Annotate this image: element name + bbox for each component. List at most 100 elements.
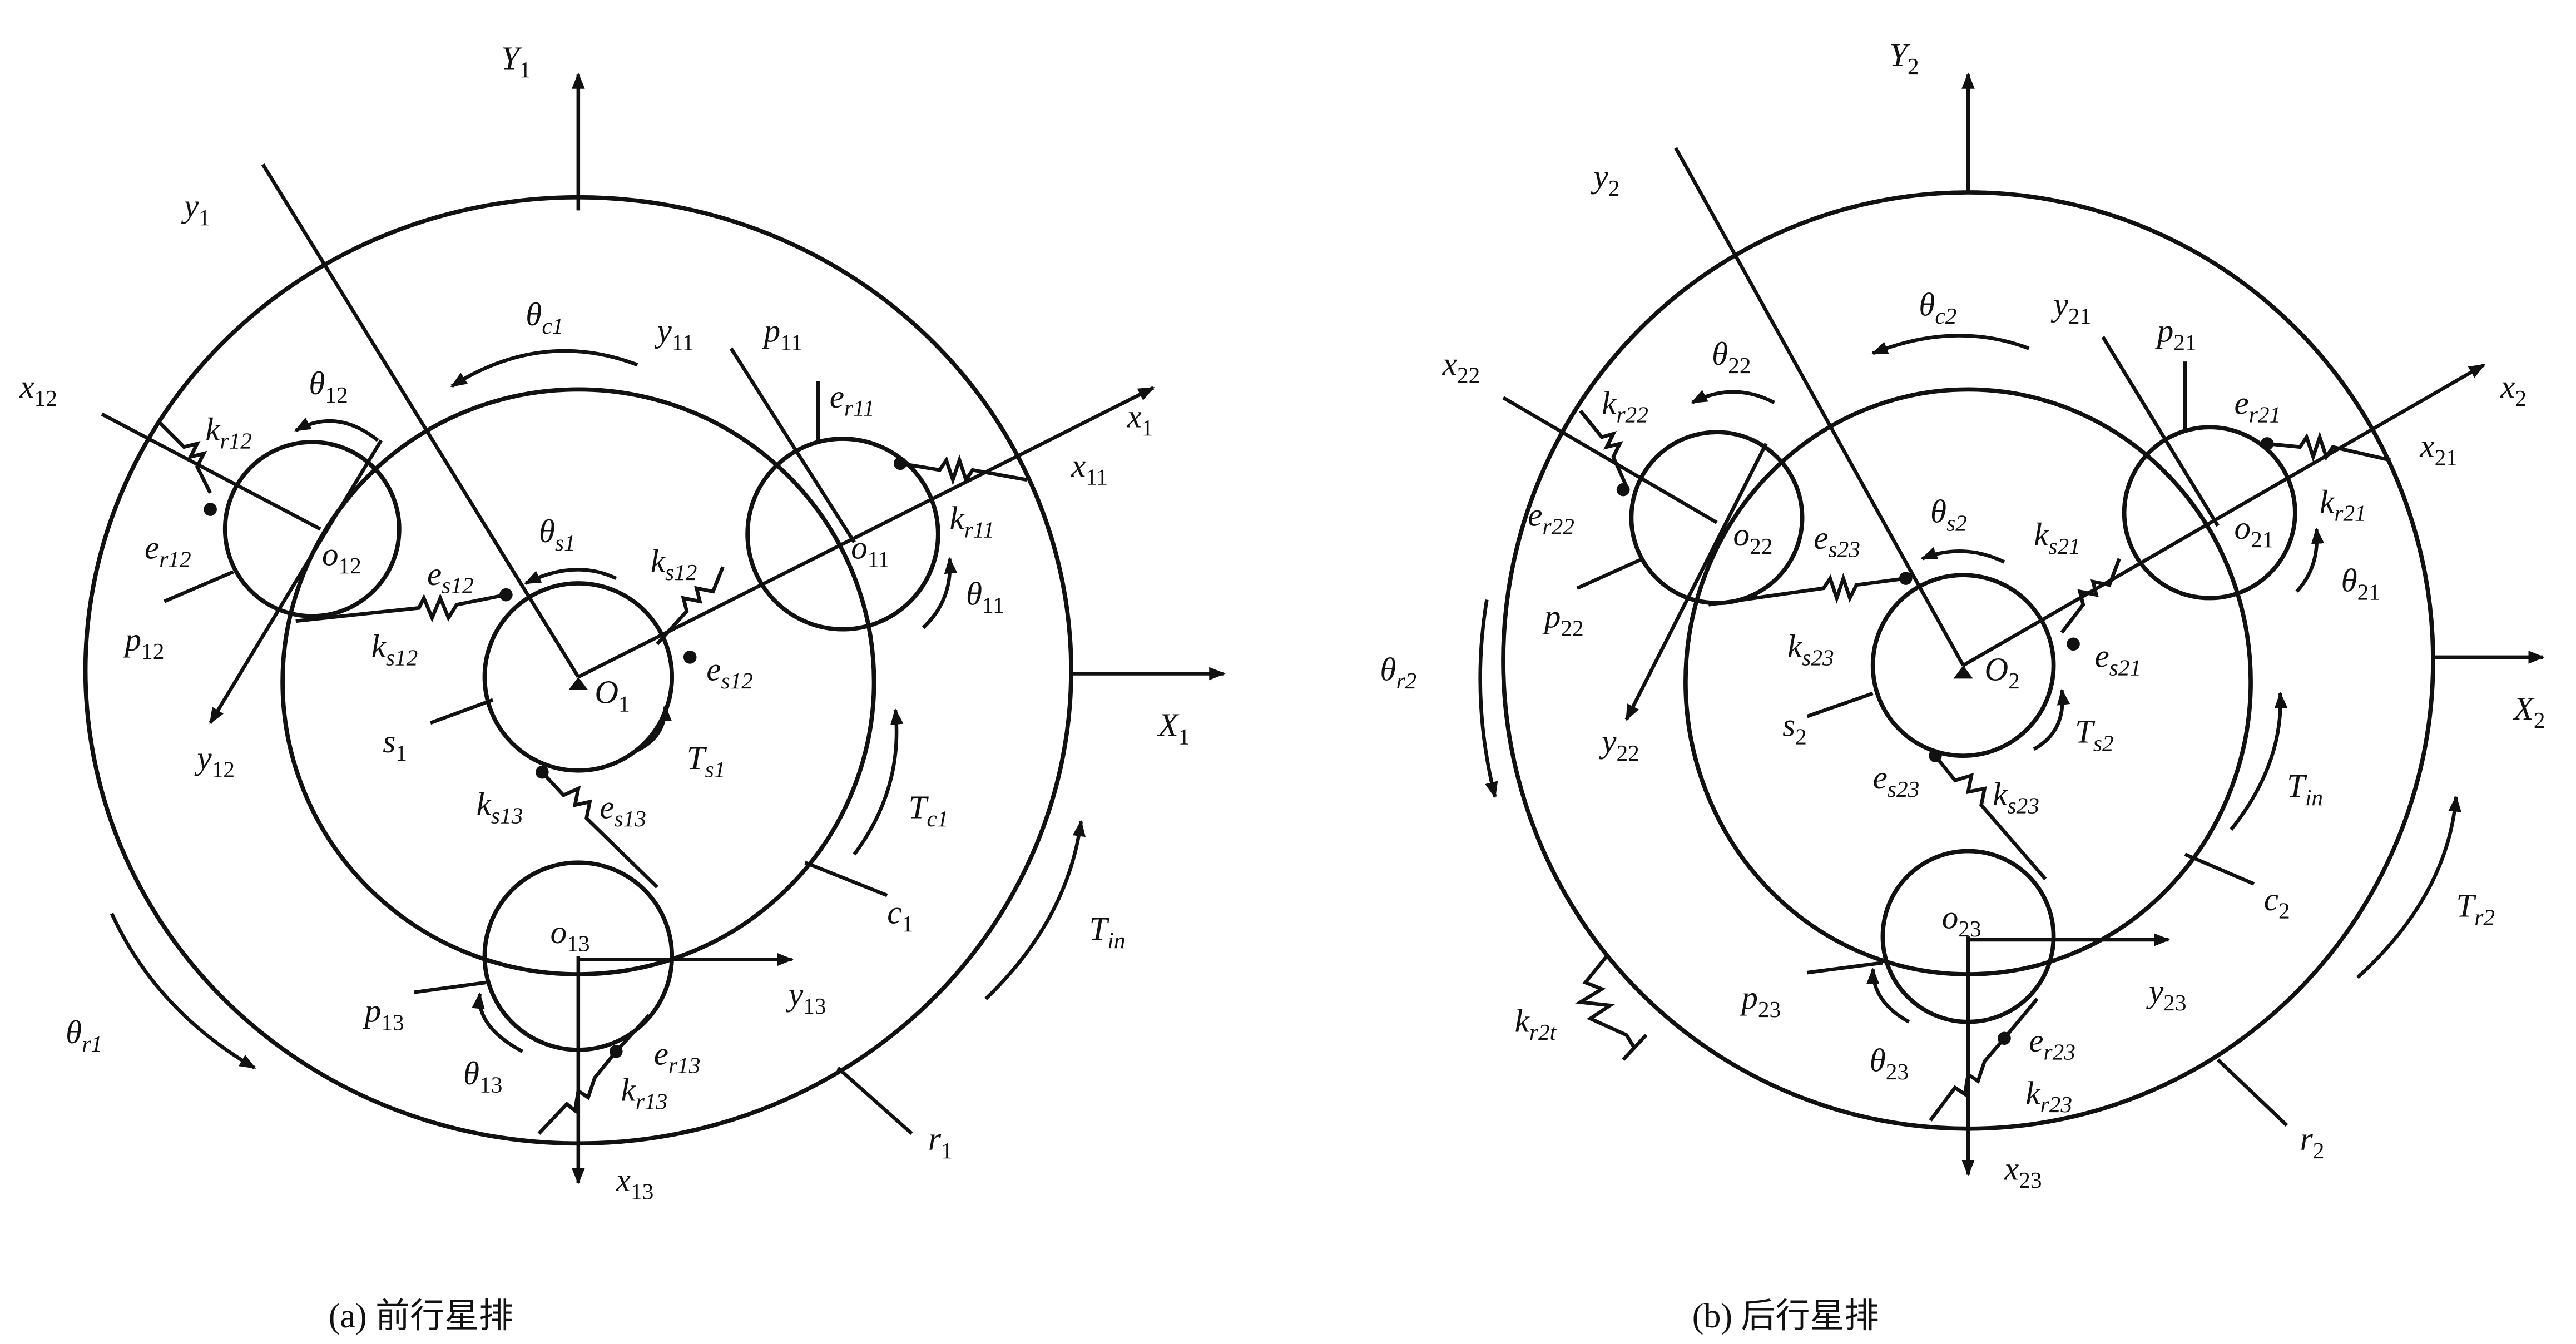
label-symbol: θ — [2341, 562, 2357, 599]
label-subscript: 13 — [631, 1179, 653, 1204]
label-subscript: r1 — [82, 1031, 102, 1057]
label-symbol: θ — [1870, 1042, 1886, 1078]
label-r_x23: x23 — [2004, 1150, 2042, 1193]
label-symbol: θ — [463, 1055, 479, 1092]
label-symbol: O — [595, 674, 618, 711]
label-symbol: e — [2029, 1022, 2043, 1059]
label-r_p22: p22 — [1542, 598, 1584, 641]
planet-o21 — [2122, 425, 2297, 601]
label-subscript: 2 — [2515, 385, 2527, 411]
label-subscript: 2 — [2534, 707, 2545, 733]
label-r_ks21: ks21 — [2034, 516, 2080, 559]
label-subscript: r23 — [2040, 1092, 2072, 1117]
sun-gear-s1 — [482, 581, 675, 773]
label-subscript: r2 — [1396, 668, 1416, 693]
rear-planetary-set — [1478, 72, 2545, 1177]
label-r_er22: er22 — [1528, 497, 1574, 539]
label-symbol: e — [145, 529, 159, 566]
label-subscript: s13 — [491, 802, 523, 828]
label-symbol: k — [2320, 483, 2335, 520]
label-l_es13: es13 — [600, 788, 646, 831]
label-symbol: c — [2264, 881, 2278, 918]
label-subscript: 1 — [199, 205, 210, 230]
label-symbol: y — [1599, 723, 1617, 760]
label-r_tin: Tin — [2287, 767, 2323, 810]
label-r_y22: y22 — [1599, 723, 1639, 766]
label-r_c2: c2 — [2264, 881, 2290, 924]
label-r_th23: θ23 — [1870, 1042, 1909, 1084]
label-l_y1: y1 — [181, 187, 210, 230]
planet-o12 — [222, 440, 402, 618]
label-r_kr2t: kr2t — [1515, 1002, 1557, 1045]
label-subscript: r2t — [1529, 1019, 1557, 1045]
label-l_y11: y11 — [655, 313, 694, 355]
label-l_o1: O1 — [595, 674, 630, 717]
label-r_p23: p23 — [1739, 979, 1781, 1022]
planet-o22 — [1629, 430, 1805, 606]
label-symbol: e — [427, 556, 442, 592]
label-subscript: 23 — [1958, 916, 1981, 941]
label-symbol: x — [1071, 447, 1086, 484]
label-subscript: 23 — [1886, 1059, 1909, 1084]
label-symbol: θ — [1380, 651, 1396, 687]
label-symbol: r — [2300, 1120, 2314, 1157]
label-symbol: k — [1993, 776, 2008, 812]
label-symbol: y — [655, 313, 672, 349]
label-symbol: k — [205, 411, 221, 448]
carrier-c2 — [1683, 387, 2253, 976]
label-r_th21: θ21 — [2341, 562, 2380, 605]
label-r_x22: x22 — [1442, 345, 1480, 388]
label-r_ks23a: ks23 — [1787, 628, 1834, 671]
label-symbol: Y — [501, 39, 523, 76]
label-subscript: s2 — [1946, 510, 1967, 535]
label-symbol: r — [928, 1120, 942, 1157]
label-subscript: s12 — [721, 668, 752, 693]
label-r_r2: r2 — [2300, 1120, 2325, 1163]
label-r_p21: p21 — [2155, 313, 2197, 355]
label-subscript: 2 — [2278, 898, 2290, 924]
label-l_kr13: kr13 — [621, 1072, 668, 1114]
label-r_es21: es21 — [2094, 638, 2141, 681]
label-r_ks23b: ks23 — [1993, 776, 2039, 819]
label-symbol: e — [2235, 385, 2249, 421]
label-subscript: 11 — [780, 329, 802, 355]
label-symbol: k — [477, 786, 492, 822]
label-l_kr11: kr11 — [949, 499, 994, 542]
label-symbol: o — [322, 535, 339, 572]
label-subscript: 2 — [1908, 53, 1919, 79]
label-l_x11: x11 — [1071, 447, 1108, 490]
label-subscript: 22 — [1616, 740, 1639, 766]
label-l_s1: s1 — [383, 723, 407, 766]
label-symbol: k — [1787, 628, 1803, 664]
label-r_kr21: kr21 — [2320, 483, 2366, 526]
label-r_x21: x21 — [2419, 428, 2458, 470]
label-subscript: r22 — [1543, 513, 1574, 539]
label-l_ths1: θs1 — [539, 513, 576, 556]
label-symbol: y — [1591, 158, 1608, 195]
label-symbol: k — [621, 1072, 637, 1108]
label-subscript: s12 — [442, 573, 473, 598]
label-subscript: 22 — [1728, 353, 1751, 378]
label-symbol: e — [600, 788, 614, 825]
label-subscript: 22 — [1457, 363, 1480, 388]
label-symbol: X — [1157, 707, 1180, 743]
label-l_ks12a: ks12 — [371, 628, 418, 671]
label-subscript: r21 — [2249, 401, 2281, 427]
label-symbol: o — [1942, 899, 1959, 935]
label-l_c1: c1 — [887, 894, 913, 936]
label-subscript: 13 — [479, 1072, 502, 1098]
label-symbol: e — [706, 651, 721, 687]
label-symbol: x — [2004, 1150, 2019, 1187]
label-subscript: 23 — [2163, 990, 2186, 1015]
label-subscript: s12 — [665, 559, 697, 585]
label-symbol: θ — [1919, 286, 1935, 323]
label-subscript: 12 — [325, 382, 348, 408]
label-subscript: s1 — [555, 530, 576, 556]
label-symbol: e — [654, 1035, 668, 1072]
label-symbol: c — [887, 894, 901, 930]
label-subscript: 1 — [1142, 415, 1153, 440]
label-l_x1: X1 — [1157, 707, 1190, 750]
label-r_thc2: θc2 — [1919, 286, 1956, 329]
label-r_o2: O2 — [1985, 651, 2020, 693]
label-subscript: s23 — [1802, 645, 1834, 671]
